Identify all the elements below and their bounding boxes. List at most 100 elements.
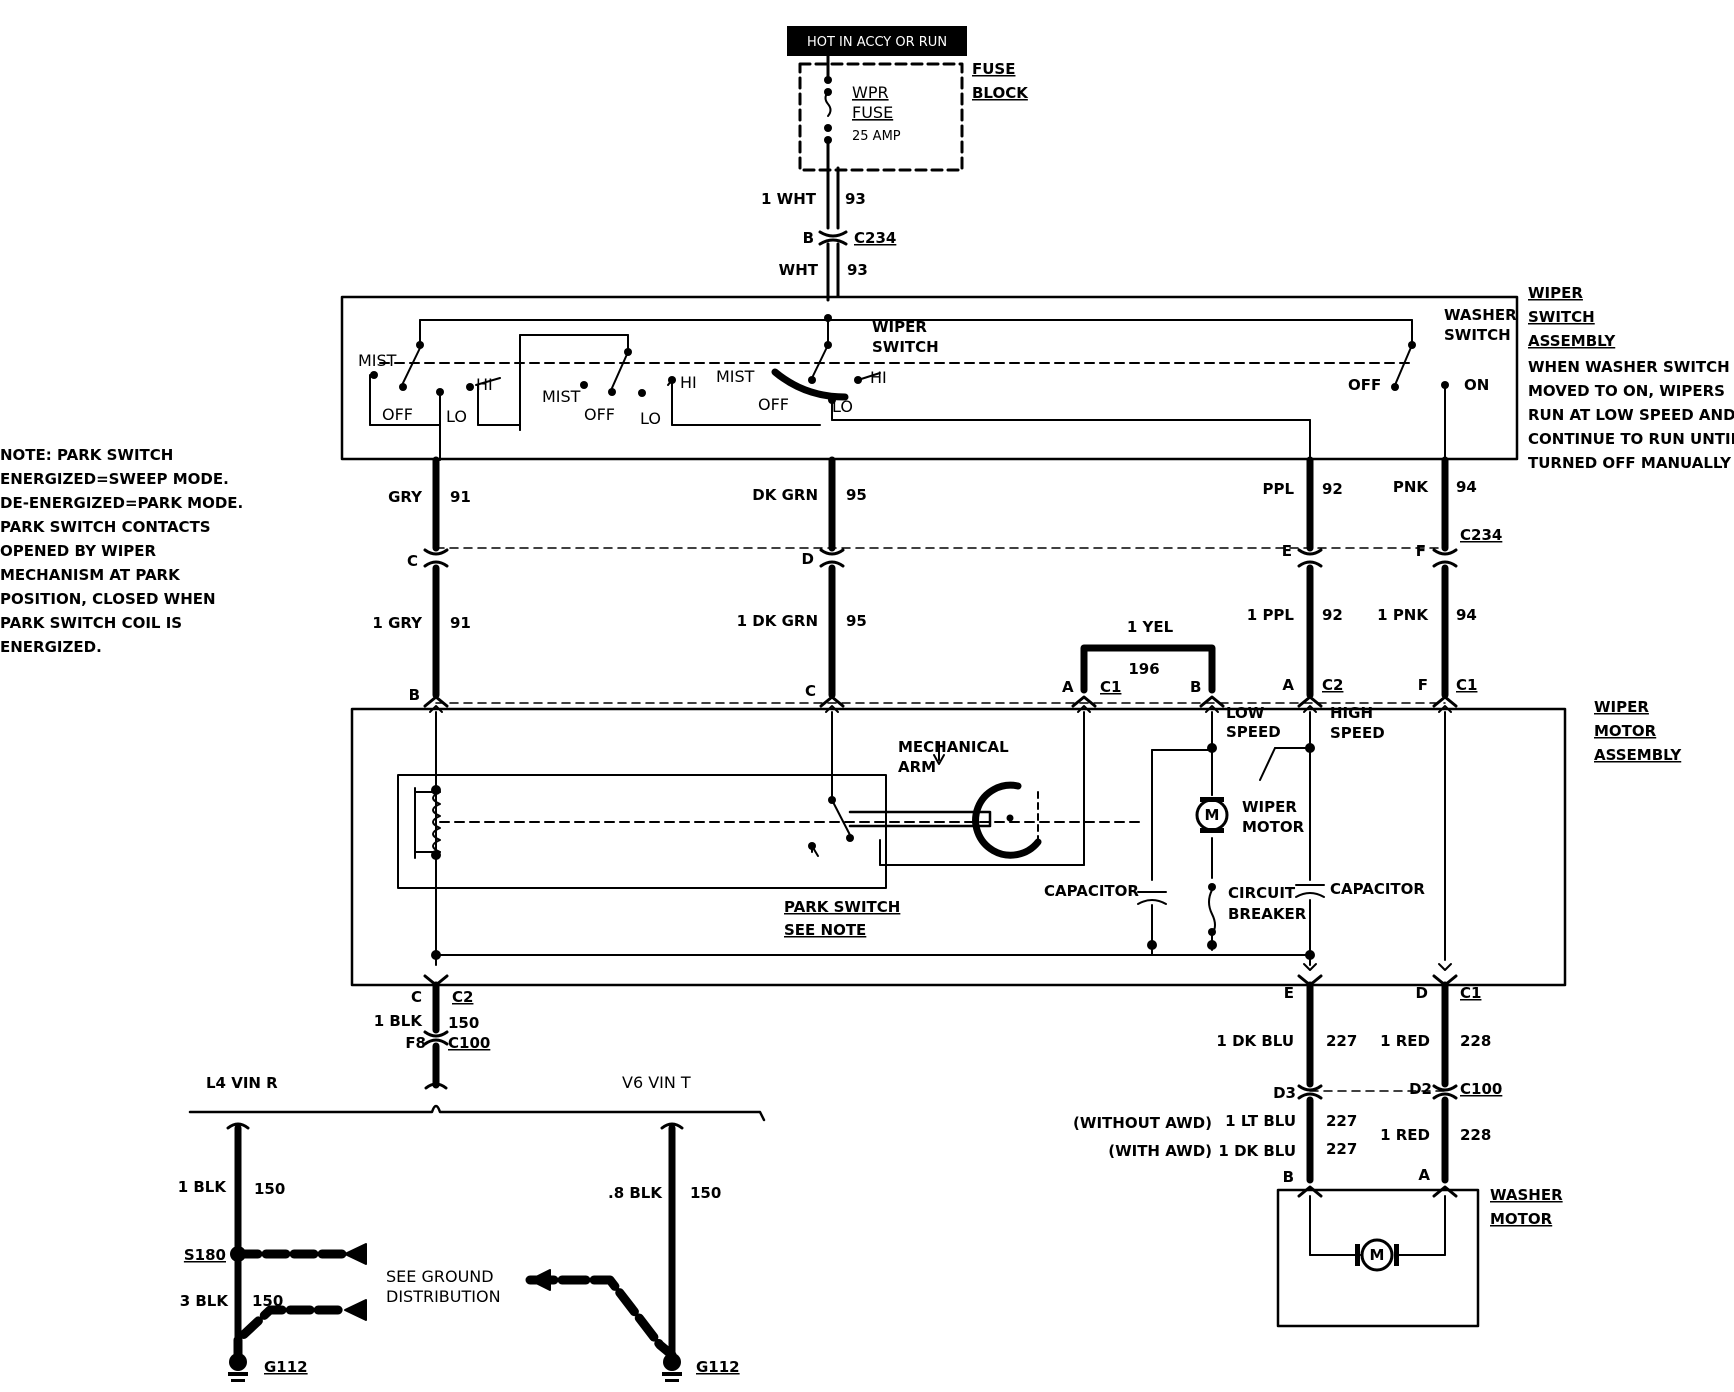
ground-left-circuit-1: 150 bbox=[254, 1180, 285, 1198]
svg-text:PARK SWITCH COIL IS: PARK SWITCH COIL IS bbox=[0, 614, 182, 632]
upper-pin-f: F bbox=[1416, 542, 1426, 560]
washer-circuit-d: 228 bbox=[1460, 1032, 1491, 1050]
washer-off: OFF bbox=[1348, 376, 1381, 394]
wiper-motor-label-2: MOTOR bbox=[1242, 818, 1305, 836]
washer-on: ON bbox=[1464, 376, 1489, 394]
upper-circuit-95: 95 bbox=[846, 486, 867, 504]
wiper-switch-note-3: RUN AT LOW SPEED AND bbox=[1528, 406, 1734, 424]
see-note-label: SEE NOTE bbox=[784, 921, 866, 939]
upper-wire-ppl: PPL bbox=[1262, 480, 1294, 498]
breaker-1: CIRCUIT bbox=[1228, 884, 1296, 902]
jumper-conn: C1 bbox=[1100, 678, 1121, 696]
washer-pin-d: D bbox=[1416, 984, 1428, 1002]
upper-circuit-92: 92 bbox=[1322, 480, 1343, 498]
lower-circuit-92: 92 bbox=[1322, 606, 1343, 624]
upper-circuit-91: 91 bbox=[450, 488, 471, 506]
washer-pin-e: E bbox=[1284, 984, 1294, 1002]
wiper-switch-label-2: SWITCH bbox=[872, 338, 939, 356]
washer-circuit-red: 228 bbox=[1460, 1126, 1491, 1144]
park-switch-label: PARK SWITCH bbox=[784, 898, 900, 916]
wire-94 bbox=[1432, 456, 1458, 699]
ground-conn-c2: C2 bbox=[452, 988, 473, 1006]
svg-text:NOTE: PARK SWITCH: NOTE: PARK SWITCH bbox=[0, 446, 173, 464]
washer-switch-label-1: WASHER bbox=[1444, 306, 1517, 324]
ground-pin-f8: F8 bbox=[405, 1034, 426, 1052]
ground-dist-1: SEE GROUND bbox=[386, 1267, 494, 1286]
washer-circuit-e: 227 bbox=[1326, 1032, 1357, 1050]
svg-text:ENERGIZED.: ENERGIZED. bbox=[0, 638, 102, 656]
circuit-with-awd: 227 bbox=[1326, 1140, 1357, 1158]
lower-pin-a: A bbox=[1282, 676, 1294, 694]
washer-pin-d2: D2 bbox=[1409, 1080, 1432, 1098]
upper-wire-pnk: PNK bbox=[1393, 478, 1430, 496]
wire-without-awd: 1 LT BLU bbox=[1225, 1112, 1296, 1130]
upper-pin-c: C bbox=[407, 552, 418, 570]
lower-pin-c: C bbox=[805, 682, 816, 700]
ground-right-g112: G112 bbox=[696, 1358, 740, 1376]
ground-right-circuit: 150 bbox=[690, 1184, 721, 1202]
wiper-motor-title-2: MOTOR bbox=[1594, 722, 1657, 740]
c234-label: C234 bbox=[1460, 526, 1502, 544]
fuse-block-label-2: BLOCK bbox=[972, 84, 1029, 102]
washer-conn-c100: C100 bbox=[1460, 1080, 1502, 1098]
park-note: NOTE: PARK SWITCH ENERGIZED=SWEEP MODE. … bbox=[0, 446, 243, 656]
wiper-motor-title-1: WIPER bbox=[1594, 698, 1649, 716]
fuse-name-2: FUSE bbox=[852, 103, 893, 122]
wire-228 bbox=[1432, 974, 1458, 1184]
svg-text:MECHANISM AT PARK: MECHANISM AT PARK bbox=[0, 566, 181, 584]
with-awd: (WITH AWD) bbox=[1108, 1142, 1212, 1160]
jumper-circuit: 196 bbox=[1128, 660, 1159, 678]
feed-top-wire: 1 WHT bbox=[761, 190, 817, 208]
washer-motor-title-1: WASHER bbox=[1490, 1186, 1563, 1204]
sw3-hi: HI bbox=[870, 368, 887, 387]
feed-bottom-circuit: 93 bbox=[847, 261, 868, 279]
feed-conn-pin: B bbox=[803, 229, 814, 247]
low-speed-1: LOW bbox=[1226, 704, 1265, 722]
capacitor-left: CAPACITOR bbox=[1044, 882, 1139, 900]
ground-pin-c: C bbox=[411, 988, 422, 1006]
fuse-rating: 25 AMP bbox=[852, 129, 901, 144]
fuse-name-1: WPR bbox=[852, 83, 889, 102]
wiper-switch-label-1: WIPER bbox=[872, 318, 927, 336]
wire-93 bbox=[818, 166, 848, 302]
washer-wire-e: 1 DK BLU bbox=[1216, 1032, 1294, 1050]
breaker-2: BREAKER bbox=[1228, 905, 1307, 923]
sw1-off: OFF bbox=[382, 405, 413, 424]
wiper-switch-note-2: MOVED TO ON, WIPERS bbox=[1528, 382, 1725, 400]
ground-dist-2: DISTRIBUTION bbox=[386, 1287, 501, 1306]
ground-left-g112: G112 bbox=[264, 1358, 308, 1376]
wiper-switch-assembly bbox=[340, 295, 1519, 461]
capacitor-right: CAPACITOR bbox=[1330, 880, 1425, 898]
wire-150 bbox=[188, 974, 766, 1366]
wiper-switch-note-5: TURNED OFF MANUALLY bbox=[1528, 454, 1732, 472]
sw2-hi: HI bbox=[680, 373, 697, 392]
lower-circuit-95: 95 bbox=[846, 612, 867, 630]
fuse-block-label-1: FUSE bbox=[972, 60, 1015, 78]
svg-text:OPENED BY WIPER: OPENED BY WIPER bbox=[0, 542, 157, 560]
washer-pin-b: B bbox=[1283, 1168, 1294, 1186]
high-speed-2: SPEED bbox=[1330, 724, 1385, 742]
low-speed-2: SPEED bbox=[1226, 723, 1281, 741]
wire-91 bbox=[423, 456, 449, 699]
splice-s180: S180 bbox=[184, 1246, 226, 1264]
lower-wire-dkgrn: 1 DK GRN bbox=[737, 612, 818, 630]
wiper-switch-title-1: WIPER bbox=[1528, 284, 1583, 302]
lower-circuit-91: 91 bbox=[450, 614, 471, 632]
feed-top-circuit: 93 bbox=[845, 190, 866, 208]
circuit-without-awd: 227 bbox=[1326, 1112, 1357, 1130]
ground-feed-wire: 1 BLK bbox=[374, 1012, 424, 1030]
wiper-switch-title-2: SWITCH bbox=[1528, 308, 1595, 326]
wire-92 bbox=[1297, 456, 1323, 699]
wiper-switch-title-3: ASSEMBLY bbox=[1528, 332, 1616, 350]
jumper-pin-b: B bbox=[1190, 678, 1201, 696]
wiper-switch-internals bbox=[369, 319, 1446, 461]
jumper-196 bbox=[1080, 644, 1216, 694]
wiper-motor-label-1: WIPER bbox=[1242, 798, 1297, 816]
ground-left-wire-2: 3 BLK bbox=[180, 1292, 230, 1310]
ground-left-title: L4 VIN R bbox=[206, 1074, 278, 1092]
lower-circuit-94: 94 bbox=[1456, 606, 1477, 624]
washer-wire-red: 1 RED bbox=[1380, 1126, 1430, 1144]
wire-with-awd: 1 DK BLU bbox=[1218, 1142, 1296, 1160]
ground-left-circuit-2: 150 bbox=[252, 1292, 283, 1310]
washer-motor-title-2: MOTOR bbox=[1490, 1210, 1553, 1228]
